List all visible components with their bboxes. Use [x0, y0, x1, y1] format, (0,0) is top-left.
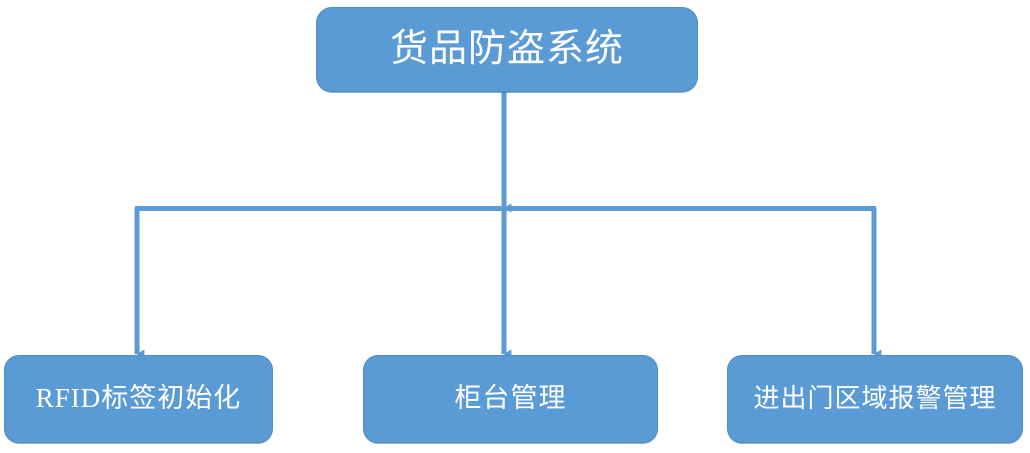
node-root-label: 货品防盗系统 [389, 27, 624, 70]
node-root-system[interactable]: 货品防盗系统 [316, 7, 698, 92]
node-child-gate-area-alarm-management[interactable]: 进出门区域报警管理 [727, 355, 1023, 443]
node-child-2-label: 柜台管理 [454, 383, 567, 414]
node-child-1-label: RFID标签初始化 [35, 383, 242, 414]
node-child-counter-management[interactable]: 柜台管理 [363, 355, 658, 443]
node-child-rfid-tag-init[interactable]: RFID标签初始化 [4, 355, 273, 443]
node-child-3-label: 进出门区域报警管理 [753, 383, 997, 413]
